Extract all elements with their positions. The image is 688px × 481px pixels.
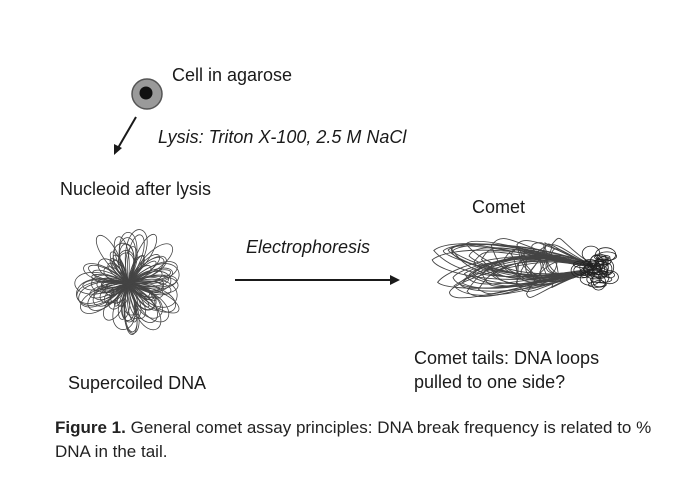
dna-loop	[114, 282, 129, 307]
lysis-label: Lysis: Triton X-100, 2.5 M NaCl	[158, 127, 407, 147]
dna-loop	[80, 282, 129, 314]
dna-loop	[127, 282, 162, 331]
nucleoid-loops	[74, 229, 180, 335]
dna-loop	[516, 257, 598, 292]
dna-loop	[101, 279, 129, 289]
dna-loop	[127, 269, 171, 284]
dna-loop	[450, 245, 598, 277]
comet-label: Comet	[472, 197, 526, 217]
dna-loop	[463, 254, 598, 285]
dna-loop	[108, 282, 129, 310]
comet-tails-line2: pulled to one side?	[414, 372, 566, 392]
comet-head-loop	[597, 251, 618, 261]
lysis-arrow	[114, 116, 137, 155]
dna-loop	[117, 282, 131, 320]
dna-loop	[113, 236, 130, 284]
dna-loop	[482, 255, 598, 287]
dna-loop	[518, 248, 598, 277]
comet-head-loop	[572, 260, 594, 269]
comet-head-loop	[597, 256, 612, 266]
dna-loop	[118, 232, 138, 284]
dna-loop	[127, 281, 172, 296]
dna-loop	[127, 243, 173, 284]
comet-loops	[431, 237, 619, 299]
comet-head-loop	[589, 253, 609, 270]
dna-loop	[437, 255, 598, 289]
dna-loop	[453, 260, 598, 296]
dna-loop	[127, 267, 173, 285]
dna-loop	[103, 282, 129, 321]
dna-loop	[78, 281, 129, 308]
electrophoresis-arrow	[235, 275, 400, 285]
caption-text: General comet assay principles: DNA brea…	[55, 418, 652, 461]
dna-loop	[127, 278, 178, 308]
dna-loop	[112, 242, 135, 284]
dna-loop	[545, 237, 598, 275]
figure-label: Figure 1.	[55, 418, 126, 437]
dna-loop	[91, 274, 129, 284]
comet-head-loop	[579, 271, 601, 286]
dna-loop	[103, 266, 129, 284]
dna-loop	[96, 277, 129, 291]
dna-loop	[127, 255, 145, 284]
dna-loop	[126, 234, 145, 284]
dna-loop	[127, 282, 156, 310]
comet-tails-note: Comet tails: DNA loops pulled to one sid…	[414, 346, 599, 394]
figure-caption: Figure 1. General comet assay principles…	[55, 416, 655, 464]
dna-loop	[123, 282, 140, 334]
cell-icon	[131, 78, 163, 110]
comet-head-loop	[599, 255, 607, 262]
comet-head-loop	[573, 264, 594, 277]
dna-loop	[127, 274, 169, 287]
supercoiled-label: Supercoiled DNA	[68, 373, 207, 393]
cell-label: Cell in agarose	[172, 65, 293, 85]
nucleoid-label: Nucleoid after lysis	[60, 179, 212, 199]
dna-loop	[509, 247, 598, 281]
dna-loop	[531, 242, 598, 278]
dna-loop	[466, 257, 598, 297]
dna-loop	[127, 282, 158, 323]
comet-head-loop	[600, 270, 619, 285]
comet-head-loop	[595, 259, 604, 273]
comet-head-loop	[592, 267, 609, 279]
comet-tails-line1: Comet tails: DNA loops	[414, 348, 600, 368]
comet-head-loop	[594, 254, 611, 260]
dna-loop	[449, 261, 598, 299]
electrophoresis-label: Electrophoresis	[246, 237, 371, 257]
dna-loop	[127, 261, 178, 284]
